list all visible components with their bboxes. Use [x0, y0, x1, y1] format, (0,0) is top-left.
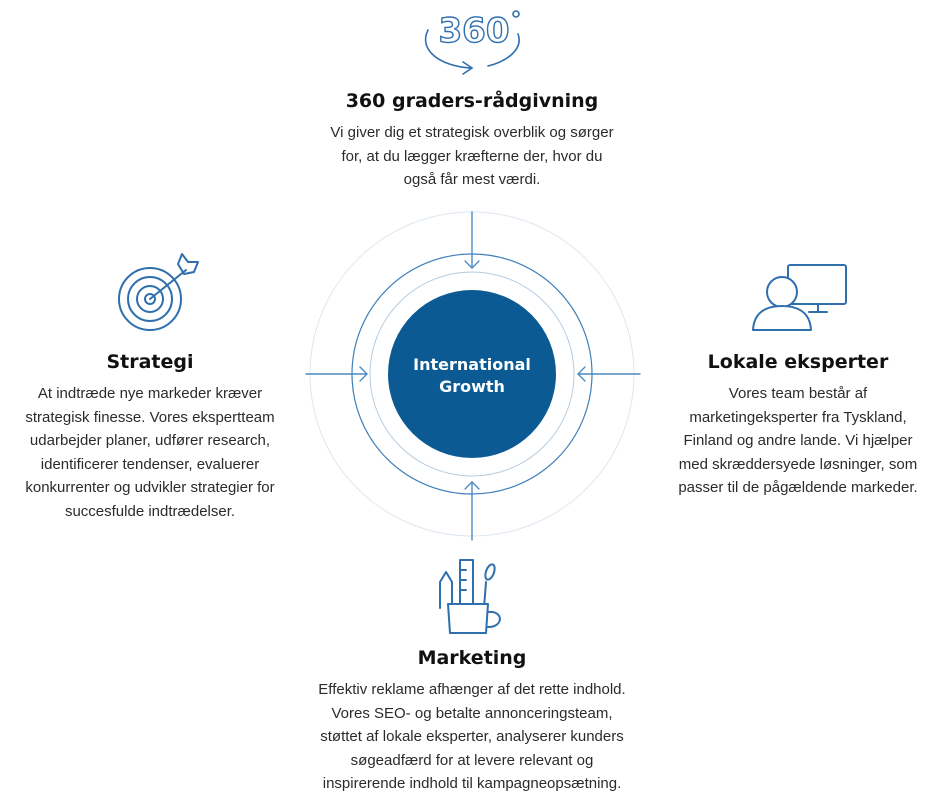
center-circle: [388, 290, 556, 458]
creative-tools-icon: [439, 559, 501, 634]
section-title-right: Lokale eksperter: [707, 351, 889, 373]
section-title-left: Strategi: [106, 351, 194, 373]
target-icon: [118, 253, 199, 331]
section-desc-left: At indtræde nye markeder kræver strategi…: [25, 385, 275, 520]
section-title-bottom: Marketing: [417, 647, 527, 669]
arrow-right-icon: [577, 366, 641, 382]
arrow-bottom-icon: [464, 481, 480, 541]
section-desc-right: Vores team består af marketingeksperter …: [678, 385, 918, 496]
center-line-2: Growth: [439, 377, 505, 396]
section-right: Lokale eksperter Vores team består af ma…: [652, 351, 944, 500]
rotate-360-icon: 360: [425, 10, 520, 75]
arrow-top-icon: [464, 211, 480, 269]
section-left: Strategi At indtræde nye markeder kræver…: [0, 351, 300, 523]
section-desc-top: Vi giver dig et strategisk overblik og s…: [330, 124, 614, 188]
inner-ring: [369, 271, 575, 477]
section-desc-bottom: Effektiv reklame afhænger af det rette i…: [318, 681, 626, 792]
arrow-left-icon: [305, 366, 368, 382]
expert-monitor-icon: [752, 264, 847, 331]
section-top: 360 graders-rådgivning Vi giver dig et s…: [272, 90, 672, 192]
center-line-1: International: [413, 355, 531, 374]
svg-text:360: 360: [439, 11, 510, 51]
section-title-top: 360 graders-rådgivning: [345, 90, 599, 112]
section-bottom: Marketing Effektiv reklame afhænger af d…: [262, 647, 682, 796]
